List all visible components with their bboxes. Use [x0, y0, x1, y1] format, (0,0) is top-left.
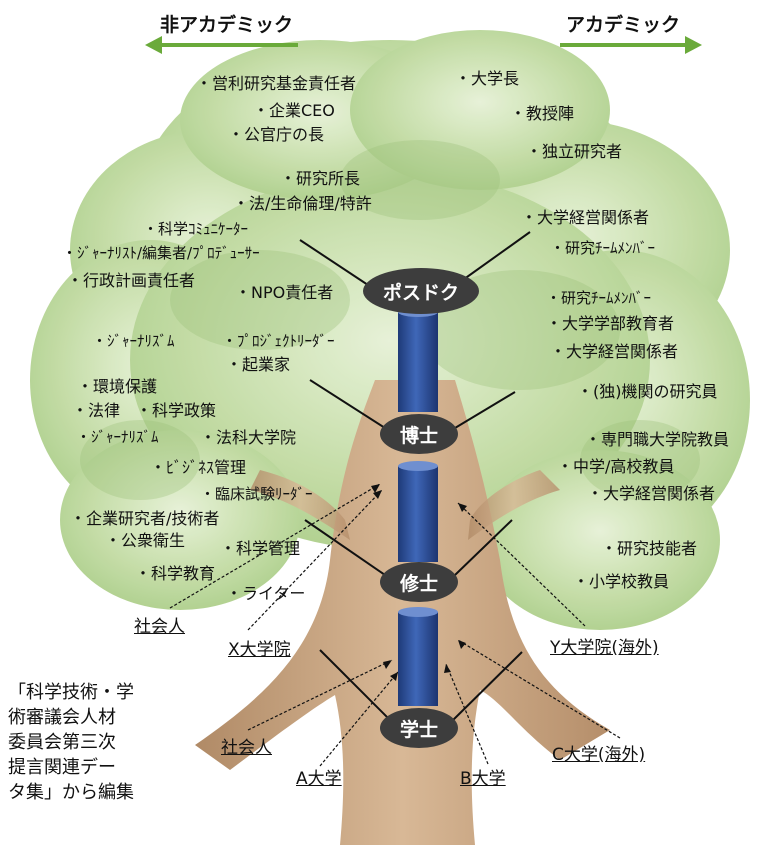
connector-lines [299, 231, 531, 726]
career-label: ・大学経営関係者 [587, 484, 716, 503]
career-label: ・独立研究者 [526, 142, 623, 161]
career-label: ・企業CEO [253, 101, 335, 120]
career-label: ・大学学部教育者 [546, 314, 675, 333]
career-label: ・大学経営関係者 [521, 208, 650, 227]
career-label: ・大学長 [455, 69, 520, 88]
career-label: ・臨床試験ﾘｰﾀﾞｰ [200, 485, 313, 503]
career-label: ・ﾋﾞｼﾞﾈｽ管理 [150, 458, 247, 477]
career-label: ・研究技能者 [601, 539, 698, 558]
career-label: ・行政計画責任者 [67, 271, 196, 290]
career-label: ・法/生命倫理/特許 [233, 194, 372, 213]
master-node: 修士 [380, 562, 458, 602]
career-label: ・ｼﾞｬｰﾅﾘｽﾞﾑ [92, 332, 175, 350]
career-label: ・公衆衛生 [105, 531, 186, 550]
source-b-university: B大学 [460, 769, 506, 789]
career-label: ・科学政策 [136, 401, 217, 420]
career-label: ・営利研究基金責任者 [196, 74, 357, 93]
direction-arrows [145, 36, 702, 54]
career-label: ・科学管理 [220, 539, 301, 558]
career-label: ・科学ｺﾐｭﾆｹｰﾀｰ [143, 220, 249, 238]
career-label: ・NPO責任者 [235, 283, 334, 302]
career-label: ・研究所長 [280, 169, 361, 188]
career-label: ・公官庁の長 [228, 125, 325, 144]
academic-header: アカデミック [566, 14, 681, 36]
source-c-university: C大学(海外) [552, 745, 646, 765]
entry-arrows [169, 483, 621, 767]
source-note-line: 「科学技術・学 [8, 682, 134, 703]
career-label: ・ｼﾞｬｰﾅﾘｽﾄ/編集者/ﾌﾟﾛﾃﾞｭｰｻｰ [62, 244, 260, 262]
source-shakaijin-bachelor: 社会人 [221, 738, 272, 758]
career-label: ・大学経営関係者 [550, 342, 679, 361]
source-note-line: タ集」から編集 [8, 782, 134, 803]
source-note: 「科学技術・学 術審議会人材 委員会第三次 提言関連デー タ集」から編集 [8, 680, 134, 805]
career-label: ・起業家 [226, 355, 291, 374]
career-label: ・小学校教員 [573, 572, 670, 591]
career-label: ・中学/高校教員 [557, 457, 675, 476]
doctor-node: 博士 [380, 414, 458, 454]
source-a-university: A大学 [296, 769, 342, 789]
source-note-line: 術審議会人材 [8, 707, 116, 728]
career-label: ・研究ﾁｰﾑﾒﾝﾊﾞｰ [550, 239, 656, 257]
source-shakaijin-master: 社会人 [134, 617, 185, 637]
career-label: ・法律 [72, 401, 121, 420]
education-pillars [398, 307, 438, 706]
tree-canopy [30, 30, 750, 630]
source-note-line: 提言関連デー [8, 757, 116, 778]
career-label: ・環境保護 [77, 377, 158, 396]
career-label: ・ライター [226, 584, 306, 603]
career-label: ・法科大学院 [200, 428, 297, 447]
career-label: ・教授陣 [510, 104, 575, 123]
career-label: ・科学教育 [135, 564, 216, 583]
source-note-line: 委員会第三次 [8, 732, 116, 753]
career-label: ・企業研究者/技術者 [70, 509, 220, 528]
career-label: ・ｼﾞｬｰﾅﾘｽﾞﾑ [76, 428, 159, 446]
career-label: ・(独)機関の研究員 [577, 382, 718, 401]
source-y-graduate-school: Y大学院(海外) [550, 638, 659, 658]
non-academic-header: 非アカデミック [160, 14, 294, 36]
source-x-graduate-school: X大学院 [228, 640, 291, 660]
career-label: ・専門職大学院教員 [585, 430, 730, 449]
bachelor-node: 学士 [380, 708, 458, 748]
career-label: ・研究ﾁｰﾑﾒﾝﾊﾞｰ [546, 289, 652, 307]
postdoc-node: ポスドク [363, 268, 479, 314]
career-label: ・ﾌﾟﾛｼﾞｪｸﾄﾘｰﾀﾞｰ [222, 332, 335, 350]
